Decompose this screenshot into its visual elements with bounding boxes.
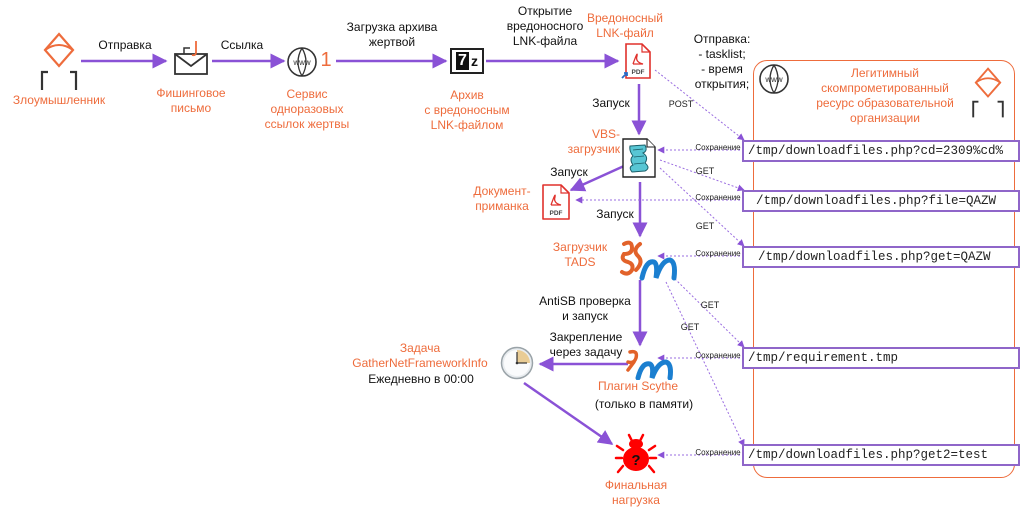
url-box-get2: /tmp/downloadfiles.php?get2=test <box>742 444 1020 466</box>
attacker-label: Злоумышленник <box>12 93 106 107</box>
decoy-doc-label: Документ- приманка <box>473 184 531 213</box>
legit-resource-box <box>753 60 1015 478</box>
legit-resource-label: Легитимный скомпрометированный ресурс об… <box>816 66 954 125</box>
tads-loader-icon <box>620 240 677 281</box>
edge-label-post: POST <box>668 99 694 109</box>
task-label: Задача GatherNetFrameworkInfo <box>352 341 488 370</box>
scythe-plugin-sublabel: (только в памяти) <box>594 397 694 411</box>
url-box-file: /tmp/downloadfiles.php?file=QAZW <box>742 190 1020 212</box>
svg-text:www: www <box>764 75 783 84</box>
arrow-task-to-payload <box>523 381 614 446</box>
edge-label-persist: Закрепление через задачу <box>549 330 623 359</box>
globe-www-icon: www <box>287 47 317 77</box>
task-schedule: Ежедневно в 00:00 <box>368 372 474 386</box>
url-box-get: /tmp/downloadfiles.php?get=QAZW <box>742 246 1020 268</box>
legit-admin-icon <box>972 67 1004 118</box>
get-label-4: GET <box>680 322 700 332</box>
tads-loader-label: Загрузчик TADS <box>552 240 608 269</box>
arrow-post <box>654 69 745 141</box>
edge-label-open-lnk: Открытие вредоносного LNK-файла <box>506 4 584 48</box>
decoy-pdf-icon: PDF <box>542 184 570 220</box>
scythe-plugin-icon <box>626 349 673 380</box>
edge-label-launch-decoy: Запуск <box>550 165 588 179</box>
get-label-3: GET <box>700 300 720 310</box>
save-label-3: Сохранение <box>695 249 741 258</box>
save-label-4: Сохранение <box>695 351 741 360</box>
arrow-get-3 <box>671 275 745 348</box>
arrow-vbs-to-decoy <box>569 164 625 192</box>
attacker-icon <box>40 32 78 90</box>
bug-malware-icon: ? <box>614 433 658 474</box>
edge-label-send: Отправка <box>98 38 152 52</box>
edge-label-antisb: AntiSB проверка и запуск <box>539 294 631 323</box>
phishing-email-label: Фишинговое письмо <box>156 86 226 115</box>
save-label-2: Сохранение <box>695 193 741 202</box>
scythe-plugin-label: Плагин Scythe <box>597 379 679 393</box>
arrow-get-1 <box>659 159 745 192</box>
save-label-1: Сохранение <box>695 143 741 152</box>
svg-text:PDF: PDF <box>550 210 563 217</box>
phishing-email-icon <box>174 41 208 75</box>
vbs-script-icon <box>622 138 656 178</box>
bug-question-mark: ? <box>631 452 640 469</box>
vbs-loader-label: VBS- загрузчик <box>567 127 620 156</box>
edge-label-download-archive: Загрузка архива жертвой <box>346 20 438 49</box>
lnk-file-label: Вредоносный LNK-файл <box>586 11 664 40</box>
url-box-cd: /tmp/downloadfiles.php?cd=2309%cd% <box>742 140 1020 162</box>
final-payload-label: Финальная нагрузка <box>604 478 668 507</box>
edge-label-launch-vbs: Запуск <box>592 96 630 110</box>
exfil-note: Отправка: - tasklist; - время открытия; <box>693 32 751 91</box>
edge-label-link: Ссылка <box>220 38 264 52</box>
legit-globe-icon: www <box>759 64 789 94</box>
svg-text:www: www <box>292 58 311 67</box>
svg-text:PDF: PDF <box>632 69 645 76</box>
service-badge-number: 1 <box>320 49 332 71</box>
arrow-get-2 <box>659 167 745 247</box>
url-box-requirement: /tmp/requirement.tmp <box>742 347 1020 369</box>
7z-archive-icon: 7 z <box>450 48 484 74</box>
edge-label-launch-tads: Запуск <box>596 207 634 221</box>
link-service-label: Сервис одноразовых ссылок жертвы <box>264 87 350 131</box>
get-label-1: GET <box>695 166 715 176</box>
lnk-pdf-icon: PDF <box>621 43 651 79</box>
save-label-5: Сохранение <box>695 448 741 457</box>
clock-icon <box>500 346 534 380</box>
get-label-2: GET <box>695 221 715 231</box>
archive-label: Архив с вредоносным LNK-файлом <box>424 88 510 132</box>
